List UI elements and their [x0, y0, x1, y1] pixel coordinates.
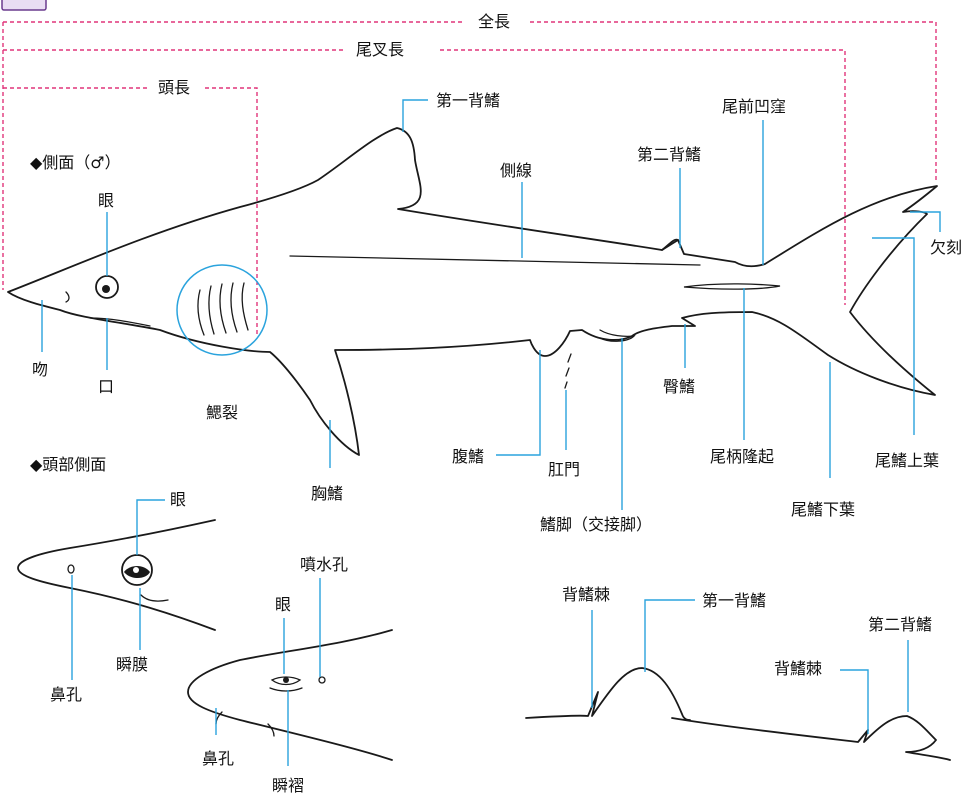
total-length-label: 全長	[478, 12, 510, 31]
head-view-a	[17, 519, 216, 631]
label-gill-slits: 鰓裂	[206, 403, 238, 422]
shark-body	[7, 127, 938, 456]
head-a-eye-label: 眼	[170, 490, 186, 509]
label-second-dorsal: 第二背鰭	[637, 145, 701, 164]
label-clasper: 鰭脚（交接脚）	[540, 515, 652, 534]
head-a-nictitating-label: 瞬膜	[116, 655, 148, 674]
dorsal-spine-detail	[525, 667, 951, 761]
head-length-label: 頭長	[158, 78, 190, 97]
spine-first-dorsal-label: 第一背鰭	[702, 591, 766, 610]
spine-2-label: 背鰭棘	[774, 659, 822, 678]
label-upper-caudal: 尾鰭上葉	[875, 451, 939, 470]
head-view-b	[187, 629, 393, 761]
head-b-leader-lines	[215, 578, 321, 766]
spine-leader-lines	[591, 599, 909, 734]
lateral-view-title: ◆側面（♂）	[30, 153, 121, 172]
label-eye: 眼	[98, 191, 114, 210]
label-mouth: 口	[98, 377, 114, 396]
label-pectoral: 胸鰭	[311, 484, 343, 503]
corner-tag	[1, 0, 47, 11]
label-pelvic: 腹鰭	[452, 447, 484, 466]
spine-second-dorsal-label: 第二背鰭	[868, 615, 932, 634]
label-snout: 吻	[32, 360, 48, 379]
head-a-leader-lines	[71, 499, 165, 680]
head-b-eye-label: 眼	[275, 595, 291, 614]
head-a-nostril-label: 鼻孔	[50, 685, 82, 704]
label-anal: 臀鰭	[663, 377, 695, 396]
total-length-dimension	[2, 21, 937, 290]
gill-highlight-circle	[176, 264, 268, 356]
lateral-leader-lines	[41, 99, 941, 510]
head-b-nostril-label: 鼻孔	[202, 749, 234, 768]
label-lateral-line: 側線	[500, 161, 532, 180]
label-anus: 肛門	[548, 460, 580, 479]
label-lower-caudal: 尾鰭下葉	[791, 500, 855, 519]
head-lateral-title: ◆頭部側面	[30, 455, 106, 474]
label-first-dorsal: 第一背鰭	[436, 91, 500, 110]
label-caudal-keel: 尾柄隆起	[710, 447, 774, 466]
fork-length-label: 尾叉長	[356, 40, 404, 59]
spine-1-label: 背鰭棘	[562, 585, 610, 604]
fork-length-dimension	[3, 49, 846, 305]
label-notch: 欠刻	[930, 238, 962, 257]
label-precaudal-pit: 尾前凹窪	[722, 97, 786, 116]
head-b-spiracle-label: 噴水孔	[300, 555, 348, 574]
head-b-nictitating-fold-label: 瞬褶	[272, 776, 304, 795]
head-length-dimension	[3, 87, 258, 335]
